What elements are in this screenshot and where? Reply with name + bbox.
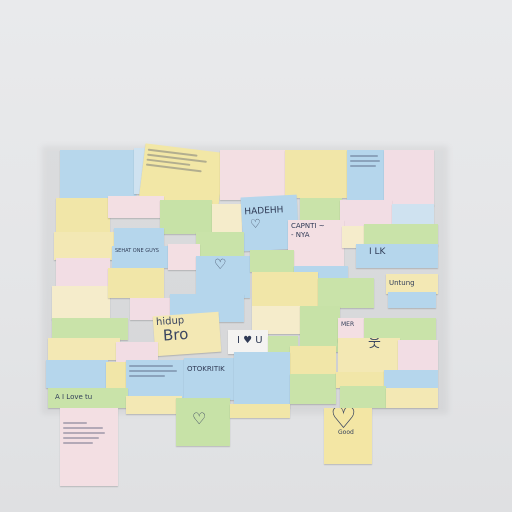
sticky-note: Untung bbox=[386, 274, 438, 294]
sticky-note bbox=[290, 374, 336, 404]
sticky-note bbox=[108, 268, 164, 298]
sticky-note bbox=[398, 340, 438, 370]
sticky-note bbox=[300, 306, 340, 352]
heart-icon: ♡ bbox=[330, 408, 357, 436]
sticky-note bbox=[48, 338, 120, 360]
sticky-note: ♡ Good bbox=[324, 408, 372, 464]
sticky-note bbox=[160, 200, 212, 234]
sticky-note: I LK bbox=[356, 244, 438, 268]
stick-figure-icon: 웃 bbox=[368, 338, 381, 351]
sticky-note bbox=[220, 150, 286, 200]
sticky-note: ♡ bbox=[196, 256, 250, 298]
sticky-note bbox=[234, 352, 290, 408]
heart-icon: ♡ bbox=[249, 216, 262, 232]
sticky-note bbox=[386, 388, 438, 408]
sticky-note bbox=[168, 244, 200, 270]
sticky-note bbox=[392, 204, 434, 226]
note-text: Good bbox=[338, 429, 354, 436]
sticky-note bbox=[250, 250, 294, 272]
sticky-note: A I Love tu bbox=[48, 388, 128, 408]
sticky-note bbox=[340, 200, 392, 228]
sticky-note: I ♥ U bbox=[228, 330, 268, 354]
sticky-note bbox=[285, 150, 347, 198]
note-text: I ♥ U bbox=[237, 335, 263, 346]
note-text: CAPNTI ~ - NYA bbox=[291, 222, 325, 239]
sticky-note bbox=[60, 150, 136, 198]
sticky-note bbox=[252, 306, 306, 334]
sticky-note bbox=[388, 292, 436, 308]
sticky-note bbox=[126, 396, 182, 414]
sticky-note: SEHAT ONE GUYS bbox=[112, 246, 168, 268]
sticky-note bbox=[347, 150, 385, 202]
note-text: A I Love tu bbox=[55, 393, 93, 401]
note-text: Bro bbox=[162, 324, 189, 345]
note-text: OTOKRITIK bbox=[187, 365, 225, 373]
sticky-note: ♡ bbox=[176, 398, 230, 446]
sticky-note bbox=[342, 226, 366, 248]
sticky-note bbox=[318, 278, 374, 308]
sticky-note bbox=[52, 318, 128, 340]
sticky-note bbox=[212, 204, 242, 234]
sticky-note bbox=[106, 362, 126, 388]
sticky-note bbox=[364, 318, 436, 340]
note-text: SEHAT ONE GUYS bbox=[115, 248, 159, 254]
sticky-note bbox=[46, 360, 108, 388]
sticky-note bbox=[384, 370, 438, 388]
note-text: I LK bbox=[369, 247, 386, 257]
note-text: Untung bbox=[389, 279, 415, 287]
sticky-note bbox=[336, 372, 386, 388]
sticky-note bbox=[364, 224, 438, 246]
sticky-note bbox=[300, 198, 342, 220]
sticky-note: CAPNTI ~ - NYA bbox=[288, 220, 344, 268]
heart-icon: ♡ bbox=[192, 409, 207, 428]
sticky-note bbox=[114, 228, 164, 248]
sticky-note bbox=[340, 386, 386, 408]
sticky-note bbox=[56, 258, 110, 288]
sticky-note bbox=[56, 198, 110, 234]
sticky-note: hidup Bro bbox=[152, 311, 222, 357]
sticky-note bbox=[108, 196, 164, 218]
note-text: MER bbox=[341, 321, 355, 328]
note-text: HADEHH bbox=[244, 205, 284, 218]
sticky-note: OTOKRITIK bbox=[184, 358, 234, 400]
sticky-note bbox=[384, 150, 434, 206]
sticky-note: 웃 bbox=[338, 338, 400, 376]
sticky-note bbox=[252, 272, 318, 306]
sticky-note bbox=[52, 286, 110, 320]
sticky-note bbox=[196, 232, 244, 258]
sticky-note bbox=[54, 232, 116, 260]
sticky-note bbox=[60, 408, 118, 486]
sticky-note bbox=[230, 404, 290, 418]
sticky-note bbox=[126, 360, 184, 398]
sticky-note bbox=[130, 298, 172, 320]
sticky-note bbox=[290, 346, 336, 376]
heart-icon: ♡ bbox=[214, 257, 227, 273]
